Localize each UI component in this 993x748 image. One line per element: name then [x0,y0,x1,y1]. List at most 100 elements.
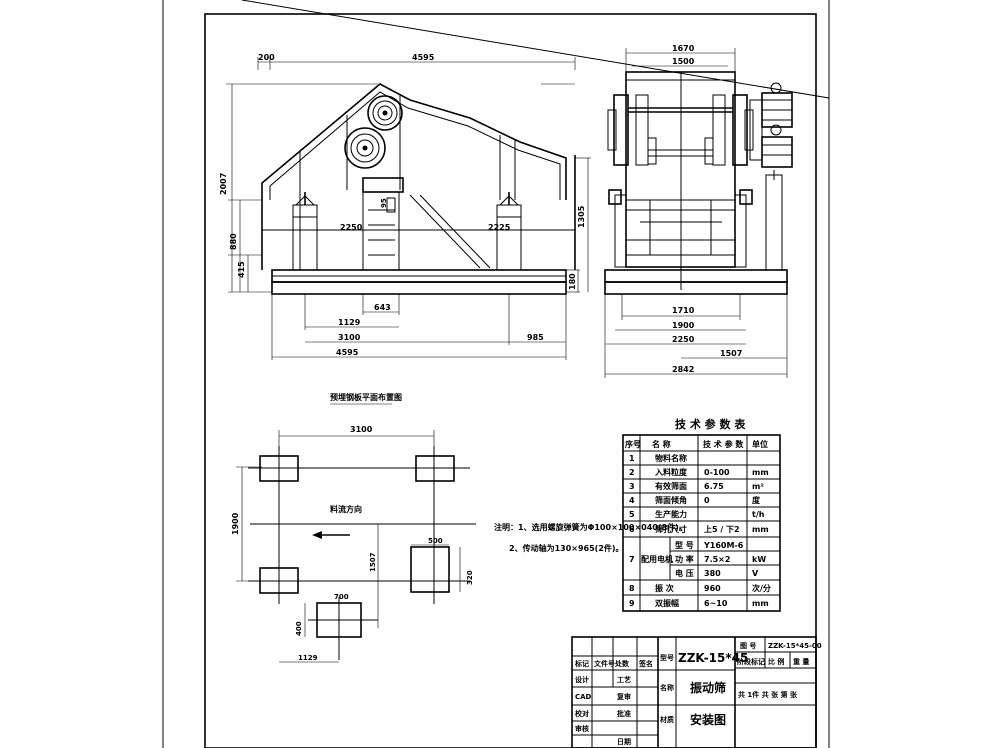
spec-row-name: 双振幅 [655,598,679,608]
spec-row-no: 7 [629,555,635,564]
spec-row-name: 筛面倾角 [655,495,687,505]
dim-bottom-total: 4595 [336,348,359,357]
dim-top-total: 4595 [412,53,435,62]
spec-row-unit: 次/分 [752,583,771,593]
motor [749,82,793,168]
dim-right-low: 180 [568,273,577,290]
tb-count-label: 处数 [614,659,630,668]
dim-small-vert: 95 [380,198,388,208]
spec-header-no: 序号 [625,439,641,449]
tb-review-label: 审核 [575,724,589,733]
spring-support-right [496,192,522,271]
spec-row-value: 上5 / 下2 [704,524,740,534]
spec-row-unit: V [752,569,759,578]
plan-box-h: 320 [466,570,474,585]
plan-width: 3100 [350,425,373,434]
spec-row-name: 振 次 [655,583,674,593]
screen-housing-outline [261,83,567,200]
tb-process-label: 工艺 [617,675,631,684]
dim-left-height: 2007 [219,173,228,195]
tb-model-label: 型号 [660,653,674,662]
tb-date-label: 日期 [617,737,631,746]
spec-row-no: 3 [629,482,635,491]
spec-row-unit: t/h [752,510,765,519]
spec-header-name: 名 称 [652,439,671,449]
spec-row-name: 入料粒度 [654,467,688,477]
spec-row-value: 0-100 [704,468,730,477]
spec-row-no: 2 [629,468,635,477]
title-block: 标记 文件号 处数 签名 设计 CAD 校对 审核 工艺 复审 批准 日期 型号… [571,636,822,748]
spec-row-no: 1 [629,454,635,463]
exciter-wheel-lower [344,127,386,169]
plan-view: 预埋钢板平面布置图 3100 1900 料流方向 500 320 1507 70… [231,392,476,663]
spec-row-value: 0 [704,496,710,505]
spec-motor-label: 配用电机 [641,554,673,564]
tb-name-label: 名称 [660,683,674,692]
tb-sheet-text: 共 1件 共 张 第 张 [738,690,798,699]
plan-pad-w: 700 [334,593,349,601]
dim-right-height: 1305 [577,205,586,228]
spec-row-value: 7.5×2 [704,555,730,564]
spec-row-no: 6 [629,525,635,534]
dim-bottom-a: 1129 [338,318,361,327]
spec-row-no: 9 [629,599,635,608]
plate-4 [410,546,450,593]
tb-drawing-no-label: 图 号 [740,641,756,650]
plan-box-w: 500 [428,537,443,545]
spec-row-name: 电 压 [675,568,694,578]
plan-offset: 1507 [369,552,377,572]
tb-model: ZZK-15*45 [678,651,748,665]
spec-row-unit: m² [752,482,764,491]
spec-row-value: 6.75 [704,482,724,491]
dim-side-top2: 1500 [672,57,695,66]
note-line-2: 2、传动轴为130×965(2件)。 [509,543,624,553]
spec-header-value: 技 术 参 数 [703,439,744,449]
dim-inner-left: 2250 [340,223,363,232]
spring-support-left [292,192,318,271]
spec-row-name: 有效筛面 [655,481,687,491]
plan-height: 1900 [231,512,240,535]
front-view: 200 4595 2007 880 415 [219,53,591,360]
tb-name: 振动筛 [690,680,726,695]
tb-check-label: 校对 [575,709,589,718]
dim-side-top1: 1670 [672,44,695,53]
tb-recheck-label: 复审 [616,692,631,701]
dim-left-mid: 880 [229,233,238,250]
note-line-1: 注明：1、选用螺旋弹簧为Φ100×100×040(8件)。 [494,522,687,532]
spec-row-no: 5 [629,510,635,519]
plan-offset2: 1129 [298,654,318,662]
spec-row-name: 型 号 [675,540,694,550]
dim-side-b4: 1507 [720,349,742,358]
dim-side-b1: 1710 [672,306,695,315]
spec-row-name: 功 率 [675,554,694,564]
tb-file-label: 文件号 [594,659,615,668]
spec-row-value: 6~10 [704,599,728,608]
spec-row-value: 380 [704,569,721,578]
tb-sign-label: 签名 [638,659,653,668]
tb-stage-label: 阶段标记 [737,657,765,666]
dim-side-b2: 1900 [672,321,695,330]
tb-design-label: 设计 [575,675,589,684]
dim-bottom-c: 985 [527,333,544,342]
tb-scale-label: 比 例 [768,657,784,666]
spec-row-value: Y160M-6 [703,541,744,550]
dim-inner-right: 2225 [488,223,511,232]
flow-direction-label: 料流方向 [330,504,362,514]
spec-row-unit: mm [752,525,769,534]
spec-row-name: 生产能力 [655,509,687,519]
dim-side-b3: 2250 [672,335,695,344]
dim-left-low: 415 [237,261,246,278]
tb-drawing-no: ZZK-15*45-00 [768,642,822,650]
plan-title: 预埋钢板平面布置图 [330,392,402,402]
spec-row-unit: kW [752,555,766,564]
spec-row-value: 960 [704,584,721,593]
plan-pad-h: 400 [295,621,303,636]
dim-bottom-b: 3100 [338,333,361,342]
dim-top-left: 200 [258,53,275,62]
spec-table: 技 术 参 数 表 序号 名 称 技 术 参 数 单位 1 物料名称 2 入料粒… [622,417,781,612]
tb-cad-label: CAD [575,693,592,701]
spec-row-name: 筛孔尺寸 [655,524,687,534]
spec-row-unit: 度 [752,495,761,505]
spec-title: 技 术 参 数 表 [675,417,746,431]
spec-row-unit: mm [752,599,769,608]
